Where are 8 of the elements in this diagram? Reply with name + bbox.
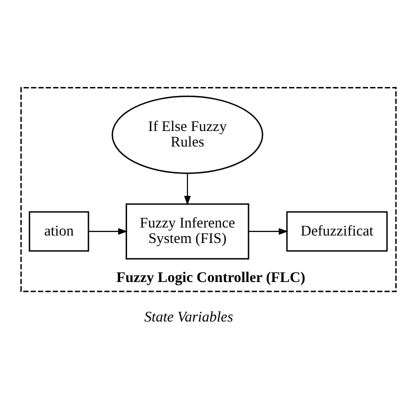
- label: State Variables: [144, 310, 234, 326]
- node-box: Fuzzy Inference System (FIS): [126, 203, 250, 260]
- node-box: Defuzzificat: [286, 211, 388, 252]
- node-box: ation: [28, 211, 90, 252]
- arrow: [184, 174, 191, 206]
- node-ellipse: If Else Fuzzy Rules: [112, 96, 264, 174]
- arrow: [248, 228, 288, 235]
- arrow: [88, 228, 128, 235]
